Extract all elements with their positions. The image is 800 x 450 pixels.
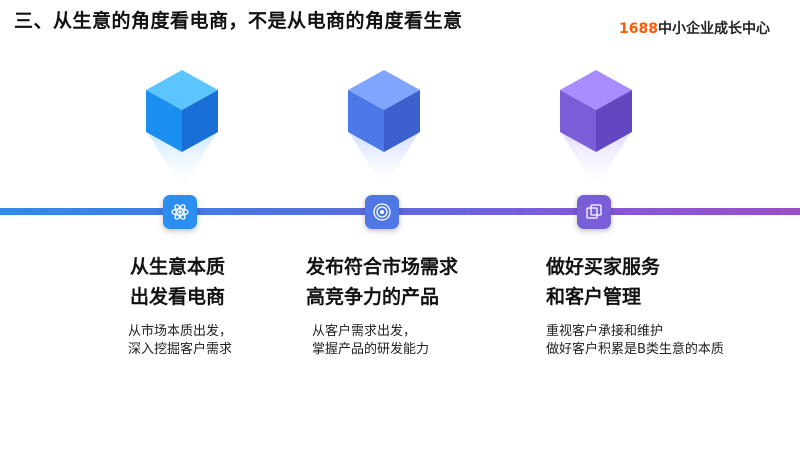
layers-icon [586,204,602,219]
stage-3-heading: 做好买家服务 和客户管理 [546,256,661,308]
stage-2-node [365,195,399,229]
stage-3-node [577,195,611,229]
cube-icon [348,70,420,190]
stage-1: 从生意本质 出发看电商 从市场本质出发， 深入挖掘客户需求 [82,0,282,450]
stage-2-heading: 发布符合市场需求 高竞争力的产品 [306,256,459,308]
brand-text: 中小企业成长中心 [658,21,770,37]
brand-number: 1688 [619,21,658,37]
stage-1-heading: 从生意本质 出发看电商 [130,256,226,308]
stage-2-description: 从客户需求出发， 掌握产品的研发能力 [312,324,430,357]
target-icon [373,203,391,221]
cube-icon [146,70,218,190]
brand-logo: 1688中小企业成长中心 [619,18,770,38]
atom-icon [171,204,189,220]
timeline-bar [0,208,800,215]
stage-3: 做好买家服务 和客户管理 重视客户承接和维护 做好客户积累是B类生意的本质 [496,0,724,450]
cube-icon [560,70,632,190]
stage-1-node [163,195,197,229]
page-title: 三、从生意的角度看电商，不是从电商的角度看生意 [14,10,463,32]
stage-3-description: 重视客户承接和维护 做好客户积累是B类生意的本质 [546,324,724,357]
stage-2: 发布符合市场需求 高竞争力的产品 从客户需求出发， 掌握产品的研发能力 [284,0,484,450]
stage-1-description: 从市场本质出发， 深入挖掘客户需求 [128,324,233,357]
